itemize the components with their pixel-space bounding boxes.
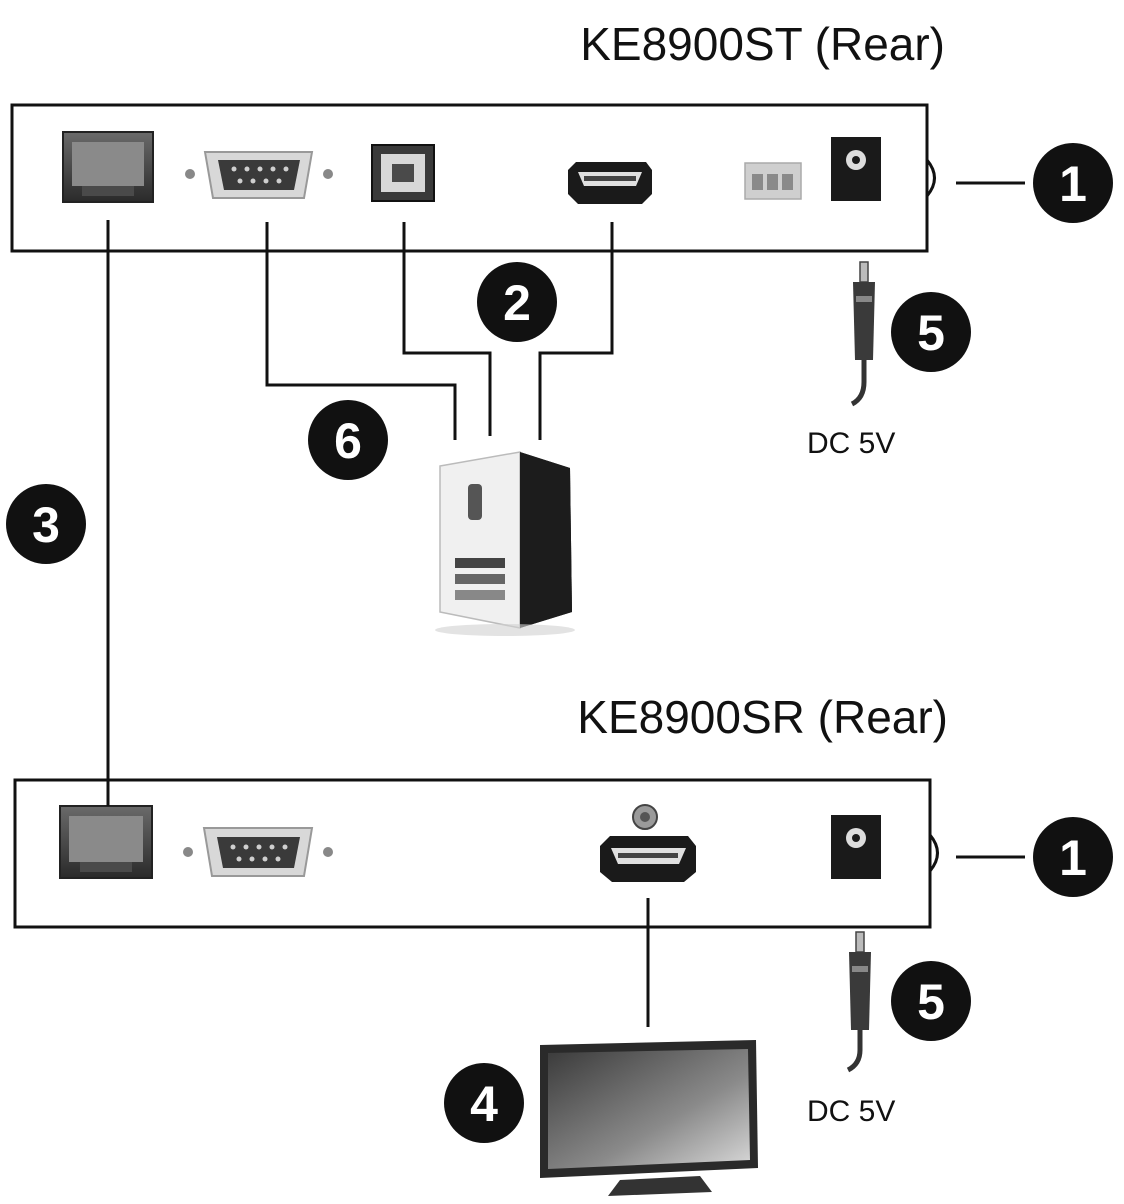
callout-number: 3 — [32, 497, 60, 553]
computer-tower-icon — [435, 451, 575, 636]
db9-serial-port-icon — [185, 151, 333, 199]
cables — [106, 181, 1025, 1027]
dc-power-plug-icon — [846, 931, 871, 1073]
callout-number: 1 — [1059, 156, 1087, 212]
power-label-top: DC 5V — [807, 427, 895, 460]
hdmi-port-icon — [600, 836, 696, 882]
cable-serial — [265, 222, 457, 440]
callout-number: 5 — [917, 305, 945, 361]
receiver-panel — [13, 778, 932, 929]
monitor-icon — [540, 1040, 758, 1196]
callout-number: 5 — [917, 974, 945, 1030]
callout-2: 2 — [477, 262, 557, 342]
callout-number: 2 — [503, 275, 531, 331]
screw-icon — [632, 804, 658, 830]
dc-power-plug-icon — [850, 261, 875, 407]
cable-hdmi-input — [538, 222, 614, 440]
receiver-title: KE8900SR (Rear) — [577, 691, 948, 743]
callout-4: 4 — [444, 1063, 524, 1143]
dc-jack-icon — [831, 815, 881, 879]
receiver-unit — [13, 778, 939, 929]
callout-number: 1 — [1059, 830, 1087, 886]
terminal-block-icon — [744, 162, 802, 200]
callout-5-top: 5 — [891, 292, 971, 372]
transmitter-side-tab — [925, 159, 936, 197]
rj45-port-icon — [62, 131, 154, 203]
callout-1-top: 1 — [1033, 143, 1113, 223]
dc-jack-icon — [831, 137, 881, 201]
callout-number: 6 — [334, 413, 362, 469]
transmitter-title: KE8900ST (Rear) — [580, 18, 945, 70]
hdmi-port-icon — [568, 162, 652, 204]
callout-3: 3 — [6, 484, 86, 564]
cable-usb — [402, 222, 492, 436]
transmitter-unit — [10, 103, 936, 253]
callout-number: 4 — [470, 1076, 498, 1132]
rj45-port-icon — [59, 805, 153, 879]
db9-serial-port-icon — [183, 827, 333, 877]
callout-1-bottom: 1 — [1033, 817, 1113, 897]
callout-6: 6 — [308, 400, 388, 480]
power-label-bottom: DC 5V — [807, 1095, 895, 1128]
usb-b-port-icon — [371, 144, 435, 202]
callout-5-bottom: 5 — [891, 961, 971, 1041]
receiver-side-tab — [928, 834, 939, 872]
